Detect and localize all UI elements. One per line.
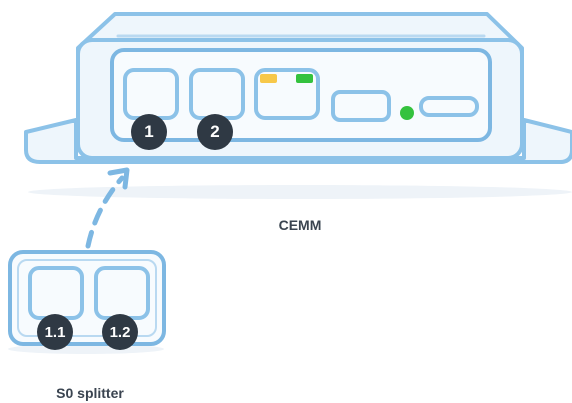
cemm-port-1-badge: 1 [131,114,167,150]
connection-arrow-head [107,167,130,190]
connection-arrow-line [85,175,125,249]
cemm-caption: CEMM [278,217,322,233]
cemm-port-2 [189,68,245,120]
cemm-status-led [400,106,414,120]
splitter-caption: S0 splitter [56,385,124,401]
splitter-port-1-2-badge: 1.2 [102,314,138,350]
cemm-usb-port [331,90,391,122]
splitter-inner-frame [17,259,157,337]
splitter-port-1-1 [28,266,84,320]
cemm-port-2-badge: 2 [197,114,233,150]
cemm-shadow [28,185,572,199]
splitter-port-1-1-badge: 1.1 [37,314,73,350]
ethernet-led-yellow [260,74,277,83]
cemm-slot [419,96,479,117]
cemm-port-1 [123,68,179,120]
cemm-base [24,118,572,164]
splitter-port-1-2 [94,266,150,320]
ethernet-led-green [296,74,313,83]
